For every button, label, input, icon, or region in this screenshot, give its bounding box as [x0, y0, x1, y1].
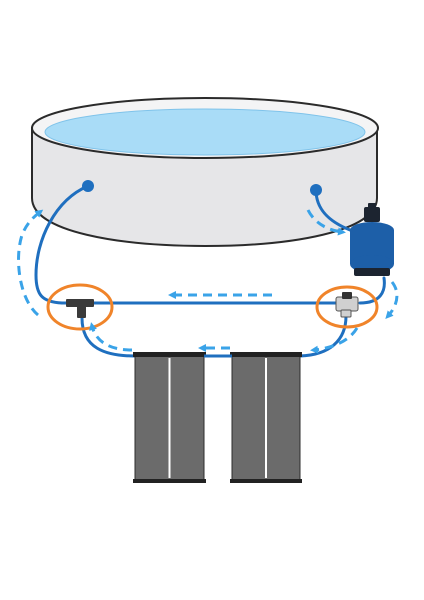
- pool-return-inlet: [82, 180, 94, 192]
- valve-handle: [342, 292, 352, 299]
- solar-panel-right: [230, 352, 302, 483]
- solar-panel-left-header-bottom: [133, 479, 206, 483]
- flow-arrows: [17, 209, 399, 354]
- solar-panel-left-header-top: [133, 352, 206, 357]
- solar-panel-right-header-bottom: [230, 479, 302, 483]
- flow-arrow-to-tee: [89, 322, 133, 352]
- sand-filter: [350, 203, 394, 276]
- filter-base: [354, 268, 390, 276]
- pool-water: [44, 108, 366, 156]
- flow-arrow-to-pool: [17, 209, 44, 317]
- pipe-valve-to-panel: [298, 314, 348, 358]
- highlight-rings: [46, 283, 379, 331]
- filter-valve-top: [364, 207, 380, 222]
- pipe-pool-return: [34, 184, 90, 305]
- tee-highlight-ring: [46, 283, 114, 331]
- pipe-filter-to-valve: [358, 276, 386, 305]
- valve-highlight-ring: [315, 285, 379, 329]
- valve-body: [335, 296, 359, 312]
- flow-arrow-from-skimmer: [306, 209, 346, 236]
- tee-fitting-body: [66, 299, 94, 307]
- filter-cap: [368, 203, 376, 209]
- tee-fitting-branch: [77, 305, 86, 318]
- flow-arrow-to-panels: [310, 327, 359, 354]
- valve-outlet: [340, 309, 352, 318]
- tee-fitting: [66, 299, 94, 318]
- flow-arrow-filter-side: [385, 281, 399, 319]
- solar-panels: [133, 352, 302, 483]
- pool: [31, 97, 379, 248]
- solar-panel-left: [133, 352, 206, 483]
- diverter-valve: [335, 292, 359, 318]
- solar-panel-right-header-top: [230, 352, 302, 357]
- pool-skimmer-outlet: [310, 184, 322, 196]
- pipe-panel-to-tee: [80, 316, 137, 358]
